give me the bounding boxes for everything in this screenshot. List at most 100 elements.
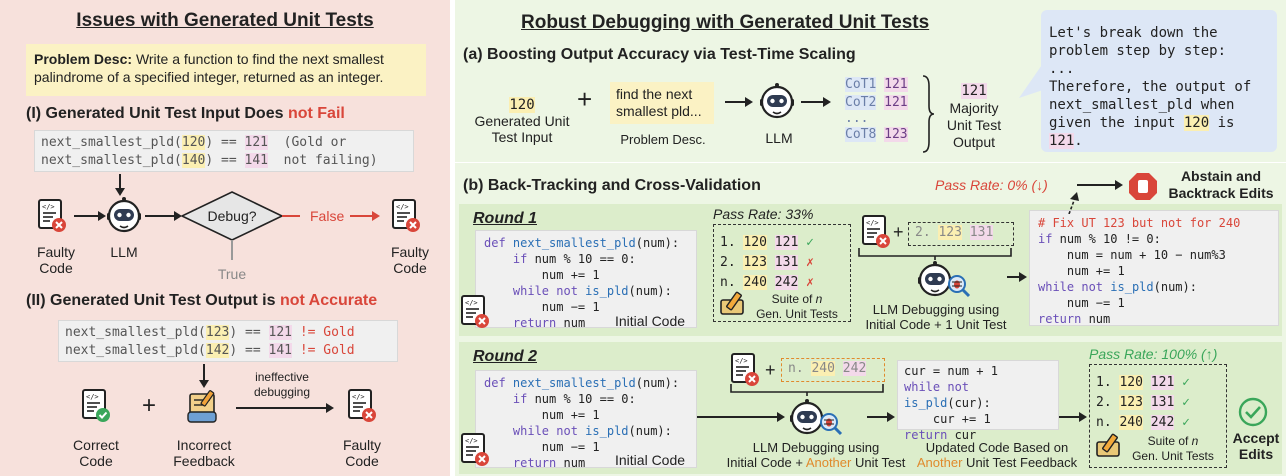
suite-2-row: 1. 120 121 ✓ <box>1096 375 1190 390</box>
suite-2: 1. 120 121 ✓ 2. 123 131 ✓ n. 240 242 ✓ <box>1089 364 1227 468</box>
problem-desc-label: Problem Desc: <box>34 51 133 67</box>
r1-plus: + <box>893 222 904 242</box>
faulty-code-label-3: Faulty Code <box>342 437 382 469</box>
r1-arrow <box>1007 272 1027 282</box>
code-line: return num <box>1038 312 1111 326</box>
r2-llm-robot-icon <box>788 397 826 435</box>
issues-title: Issues with Generated Unit Tests <box>76 10 374 31</box>
flow-2-diagram <box>82 364 377 423</box>
divider <box>455 162 1286 163</box>
r2-plus: + <box>765 360 776 380</box>
section-1-code: next_smallest_pld(120) == 121 (Gold or n… <box>34 130 414 172</box>
s1-code-line-1: next_smallest_pld(120) == 121 (Gold or <box>41 135 347 150</box>
cot-bubble-text: Let's break down the problem step by ste… <box>1049 24 1277 150</box>
plus-sign-a: + <box>577 84 593 114</box>
bubble-line: Let's break down the <box>1049 25 1218 41</box>
majority-value: 121 <box>961 83 987 99</box>
code-line: def next_smallest_pld(num): <box>484 236 680 250</box>
part-a-llm-diagram <box>725 81 831 119</box>
ineffective-debugging-label: ineffective debugging <box>253 370 311 399</box>
code-line: num += 1 <box>1038 264 1125 278</box>
code-line: while not is_pld(num): <box>1038 280 1197 294</box>
code-line: if num % 10 == 0: <box>512 252 636 266</box>
r2-bug-icon <box>819 412 843 436</box>
r1-bug-icon <box>947 274 971 298</box>
code-line: cur += 1 <box>904 412 991 426</box>
section-1-prefix: (I) Generated Unit Test Input Does <box>26 105 288 122</box>
pass-rate-zero: Pass Rate: 0% (↓) <box>935 177 1048 193</box>
code-line: return num <box>512 316 586 330</box>
false-label: False <box>310 208 345 224</box>
llm-label: LLM <box>110 244 138 260</box>
majority-label: Majority Unit Test Output <box>946 100 1002 150</box>
llm-robot-icon-a <box>758 81 796 119</box>
llm-label-a: LLM <box>765 130 793 146</box>
generated-input: 120 Generated Unit Test Input <box>467 96 577 145</box>
code-line: cur = num + 1 <box>904 364 998 378</box>
r2-updated-code: cur = num + 1 while not is_pld(cur): cur… <box>897 360 1059 442</box>
section-1-heading: (I) Generated Unit Test Input Does not F… <box>26 105 345 123</box>
section-2-highlight: not Accurate <box>279 292 378 309</box>
initial-code-block-1: def next_smallest_pld(num): if num % 10 … <box>475 230 697 330</box>
r1-debug-label: LLM Debugging using Initial Code + 1 Uni… <box>865 302 1007 332</box>
r1-code-icon <box>862 215 891 249</box>
code-line: while not is_pld(num): <box>512 284 672 298</box>
problem-desc-label-a: Problem Desc. <box>620 132 706 147</box>
faulty-code-label-2: Faulty Code <box>390 244 430 276</box>
suite-1-row: 1. 120 121 ✓ <box>720 235 814 250</box>
cot-item: CoT2 121 <box>845 95 908 110</box>
suite-2-row: n. 240 242 ✓ <box>1096 415 1190 430</box>
robust-title: Robust Debugging with Generated Unit Tes… <box>521 12 930 33</box>
problem-snippet: find the next smallest pld... <box>610 82 714 124</box>
problem-desc-text: Write a function to find the next smalle… <box>34 51 384 85</box>
code-line: while not is_pld(num): <box>512 424 672 438</box>
debug-label: Debug? <box>207 208 257 224</box>
s2-code-line-1: next_smallest_pld(123) == 121 != Gold <box>65 325 355 340</box>
section-1-highlight: not Fail <box>287 105 345 122</box>
bubble-line: Therefore, the output of <box>1049 79 1252 95</box>
initial-code-block-2: def next_smallest_pld(num): if num % 10 … <box>475 370 697 470</box>
suite-1-row: 2. 123 131 ✗ <box>720 255 814 270</box>
problem-desc-box: Problem Desc: Write a function to find t… <box>26 44 426 96</box>
code-comment: # Fix UT 123 but not for 240 <box>1038 216 1241 230</box>
accept-edits-label: Accept Edits <box>1232 430 1280 462</box>
correct-code-label: Correct Code <box>73 437 119 469</box>
flow-1-diagram <box>38 174 421 260</box>
r2-arrow-2 <box>867 412 895 422</box>
code-line: def next_smallest_pld(num): <box>484 376 680 390</box>
code-line: num −= 1 <box>484 440 600 454</box>
round-2-label: Round 2 <box>473 348 537 365</box>
round-1-label: Round 1 <box>473 210 537 227</box>
suite-2-row: 2. 123 131 ✓ <box>1096 395 1190 410</box>
incorrect-feedback-label: Incorrect Feedback <box>173 437 235 469</box>
r1-debug-diagram <box>858 248 1012 298</box>
cot-item: CoT8 123 <box>845 127 908 142</box>
pass-rate-100: Pass Rate: 100% (↑) <box>1089 346 1218 362</box>
abstain-arrow <box>1077 173 1157 200</box>
cot-item: CoT1 121 <box>845 77 908 92</box>
faulty-code-icon-2 <box>392 199 421 233</box>
issues-panel: Issues with Generated Unit Tests Problem… <box>0 0 450 476</box>
s1-code-line-2: next_smallest_pld(140) == 141 not failin… <box>41 153 378 168</box>
robust-debugging-panel: Robust Debugging with Generated Unit Tes… <box>455 0 1286 476</box>
incorrect-feedback-icon <box>187 389 217 423</box>
r1-llm-robot-icon <box>916 259 954 297</box>
abstain-label: Abstain and Backtrack Edits <box>1168 168 1274 201</box>
majority-output: 121 Majority Unit Test Output <box>939 82 1009 151</box>
bubble-line: ... <box>1049 61 1075 77</box>
faulty-code-icon <box>38 199 67 233</box>
part-a-heading: (a) Boosting Output Accuracy via Test-Ti… <box>463 46 856 63</box>
pass-rate-33: Pass Rate: 33% <box>713 206 814 222</box>
generated-input-value: 120 <box>509 97 535 113</box>
cot-brace <box>922 75 935 153</box>
bubble-line: next_smallest_pld when <box>1049 97 1235 113</box>
section-2-code: next_smallest_pld(123) == 121 != Gold ne… <box>58 320 398 362</box>
r2-arrow-1 <box>697 412 785 422</box>
faulty-code-label: Faulty Code <box>36 244 76 276</box>
r1-fixed-code: # Fix UT 123 but not for 240 if num % 10… <box>1029 210 1279 326</box>
r2-debug-diagram <box>730 384 884 436</box>
code-line: while not is_pld(cur): <box>904 380 991 410</box>
